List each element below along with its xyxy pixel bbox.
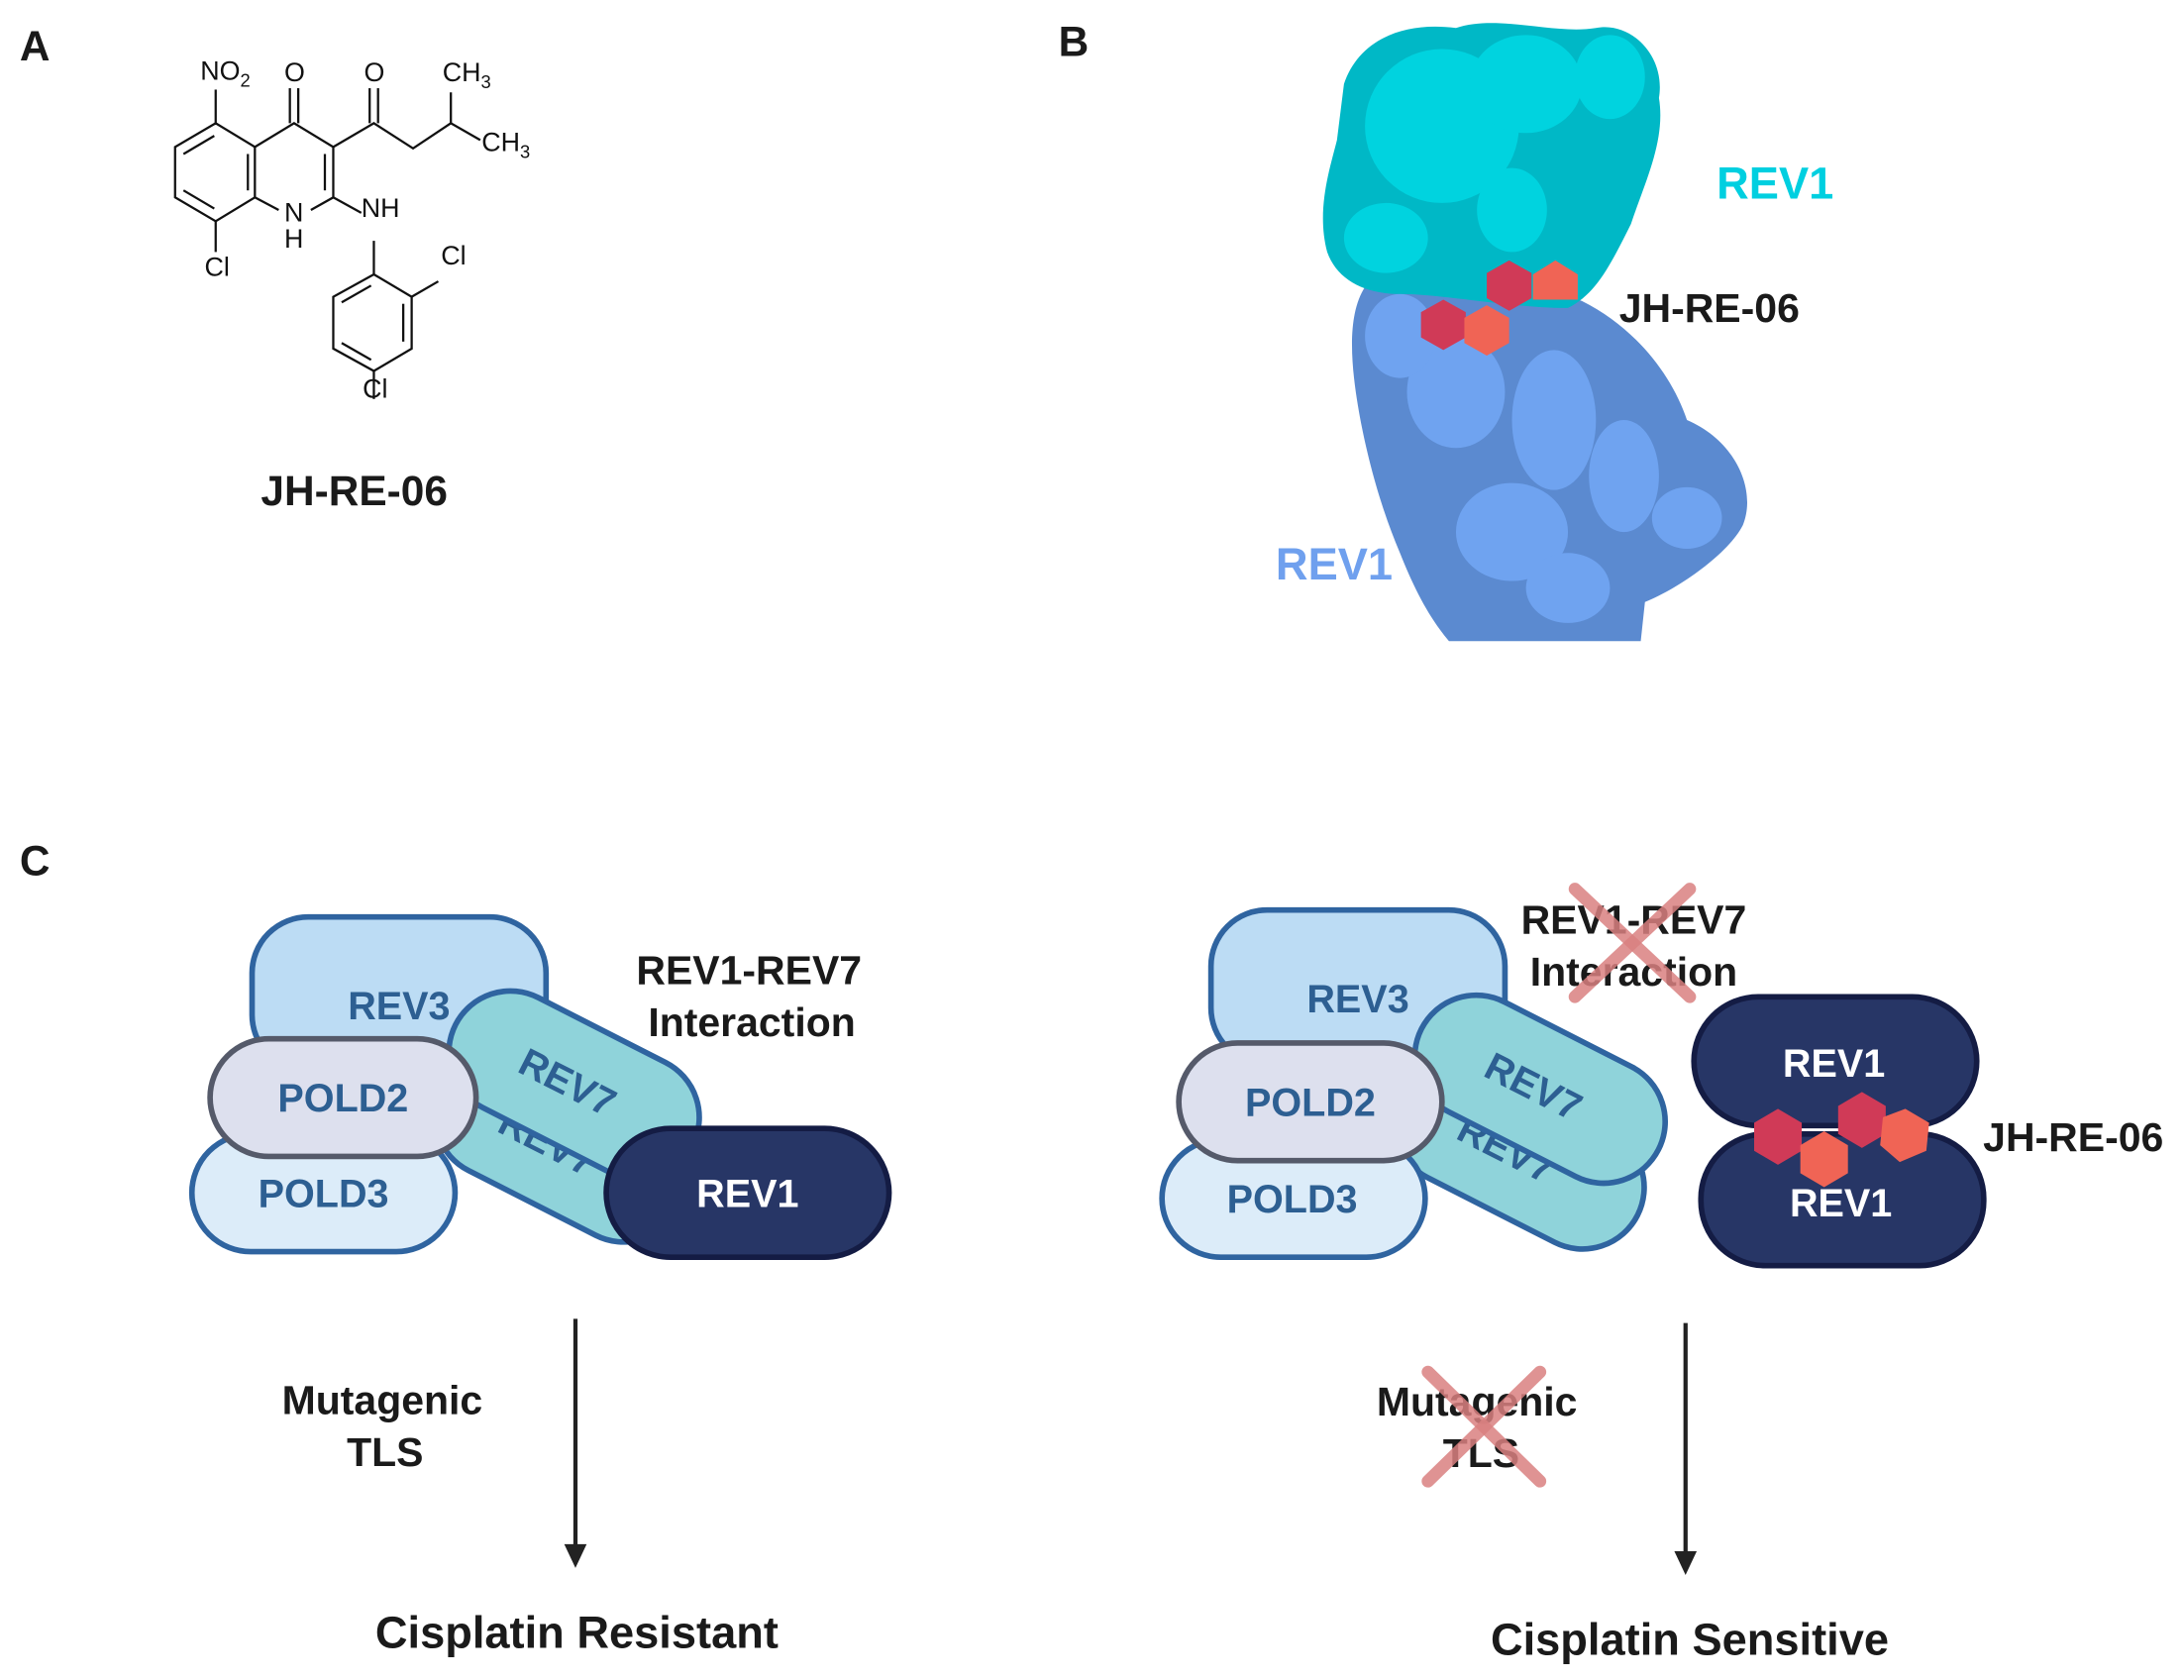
rev3-label: REV3 (1306, 978, 1408, 1021)
arrow-head-icon (1674, 1550, 1698, 1575)
rev3-label: REV3 (348, 985, 450, 1028)
atom-chlorine-left: Cl (204, 252, 229, 281)
pold2-protein (207, 1035, 479, 1160)
panel-c-sensitive: REV3 REV7 REV7 POLD3 POLD2 REV1 REV1 JH-… (1159, 883, 2163, 1665)
rev1-surface-top (1322, 23, 1661, 308)
ligand-hexagons (1420, 260, 1578, 356)
pold2-label: POLD2 (1245, 1081, 1376, 1124)
atom-oxygen-ketone: O (284, 57, 305, 87)
pold3-label: POLD3 (259, 1172, 389, 1215)
panel-label-b: B (1059, 19, 1090, 65)
atom-ring-hydrogen: H (284, 224, 303, 254)
cross-icon (1421, 1365, 1547, 1488)
atom-methyl-top: CH3 (443, 57, 491, 92)
panel-label-a: A (20, 23, 51, 69)
atom-nitro: NO2 (200, 56, 250, 91)
atom-methyl-right: CH3 (481, 128, 530, 162)
panel-c-resistant: REV3 REV7 REV7 POLD3 POLD2 REV1 REV1-REV… (188, 913, 892, 1657)
panel-label-c: C (20, 837, 51, 884)
ligand-hexagons (1754, 1092, 1929, 1188)
atom-chlorine-para: Cl (363, 373, 387, 403)
rev1-protein (603, 1125, 892, 1260)
rev1-protein-top (1691, 994, 1980, 1129)
ligand-label: JH-RE-06 (1983, 1114, 2163, 1160)
pathway-label-line1: Mutagenic (282, 1377, 483, 1422)
rev7-protein-a: REV7 (446, 988, 702, 1183)
rev1-top-label: REV1 (1716, 158, 1833, 209)
atom-ring-nitrogen: N (284, 197, 303, 227)
interaction-label-line2: Interaction (648, 999, 855, 1045)
panel-a: A (20, 23, 530, 514)
rev7-protein-a: REV7 (1411, 992, 1669, 1187)
pold2-label: POLD2 (277, 1077, 408, 1120)
compound-name: JH-RE-06 (260, 468, 447, 514)
pold3-label: POLD3 (1227, 1178, 1358, 1221)
rev1-bottom-label: REV1 (1790, 1182, 1892, 1225)
arrow-head-icon (564, 1543, 587, 1568)
rev1-label: REV1 (696, 1172, 798, 1215)
atom-oxygen-acyl: O (364, 57, 385, 87)
outcome-label: Cisplatin Sensitive (1491, 1615, 1889, 1665)
pold2-protein (1176, 1040, 1445, 1164)
rev1-bottom-label: REV1 (1276, 539, 1393, 589)
interaction-label-line1: REV1-REV7 (636, 948, 862, 994)
chemical-structure: NO2 O O CH3 CH3 N H NH Cl Cl Cl (173, 56, 530, 403)
cross-icon (1568, 883, 1697, 1003)
rev1-surface-bottom (1351, 276, 1747, 642)
rev1-top-label: REV1 (1783, 1042, 1885, 1086)
atom-amine: NH (362, 193, 400, 223)
interaction-label-line2: Interaction (1530, 949, 1737, 995)
ligand-label: JH-RE-06 (1619, 285, 1800, 331)
atom-chlorine-ortho: Cl (441, 241, 466, 270)
pathway-label-line2: TLS (347, 1429, 423, 1475)
panel-b: B REV1 JH-RE-06 REV1 (1059, 19, 1833, 642)
outcome-label: Cisplatin Resistant (375, 1607, 779, 1657)
